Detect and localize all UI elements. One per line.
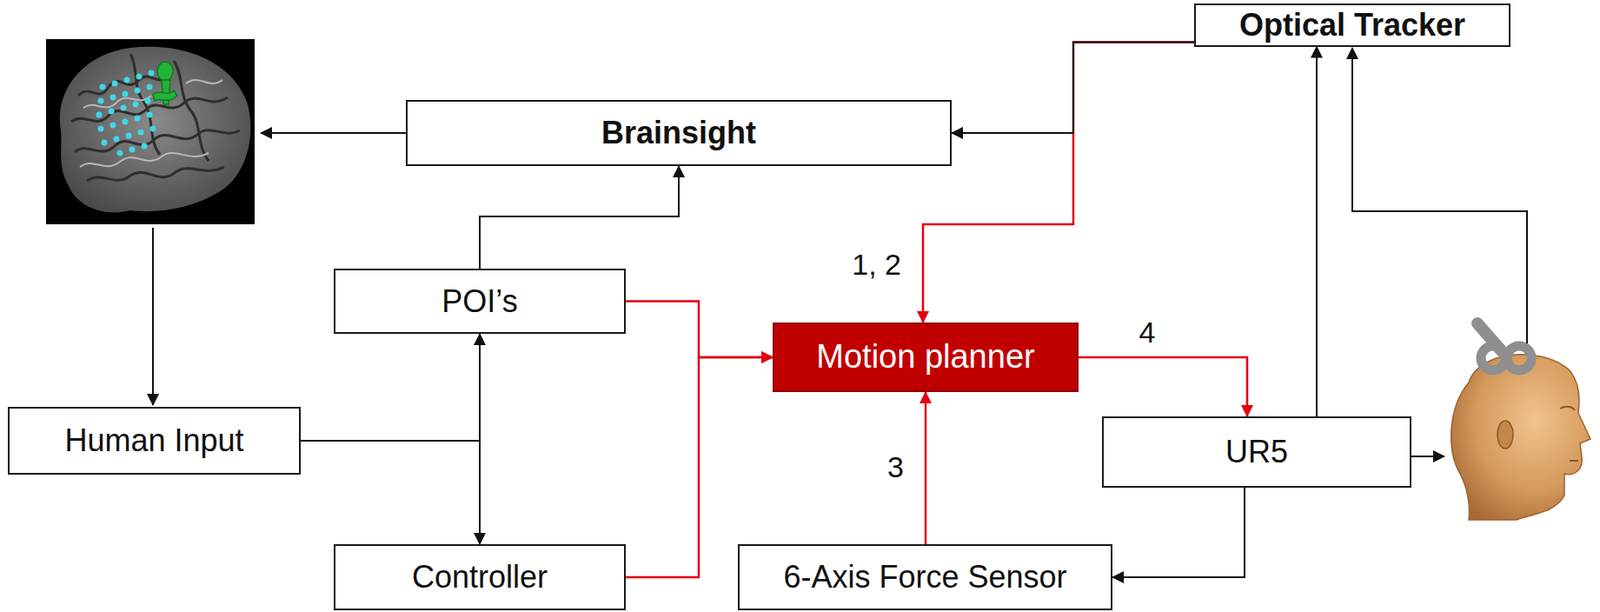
node-label: Optical Tracker xyxy=(1239,7,1466,43)
link-line xyxy=(1411,455,1445,458)
robot-box: UR5 xyxy=(1102,416,1412,488)
process-box: Controller xyxy=(333,544,626,611)
connector-arrow xyxy=(951,42,1195,134)
connector-arrow xyxy=(1315,46,1318,418)
callout-number: 4 xyxy=(1136,316,1159,349)
node-label: POI’s xyxy=(441,284,518,319)
connector-arrow xyxy=(922,42,1195,324)
connector-arrow xyxy=(625,301,773,359)
connector-arrow xyxy=(924,391,928,545)
node-label: Brainsight xyxy=(601,115,757,151)
node-label: Motion planner xyxy=(816,338,1035,376)
planner-box: Motion planner xyxy=(772,322,1079,392)
node-label: UR5 xyxy=(1225,434,1288,470)
callout-number: 1, 2 xyxy=(849,248,904,281)
link-line xyxy=(1352,47,1527,344)
edge-layer xyxy=(300,42,1317,578)
connector-arrow xyxy=(479,165,679,269)
node-label: Human Input xyxy=(64,423,244,459)
illustration-links xyxy=(152,47,1527,457)
sensor-box: 6-Axis Force Sensor xyxy=(737,544,1113,611)
connector-arrow xyxy=(1112,487,1245,578)
brain-illustration xyxy=(46,39,255,225)
connector-arrow xyxy=(300,333,480,441)
connector-arrow xyxy=(1078,357,1248,417)
node-label: 6-Axis Force Sensor xyxy=(783,559,1067,595)
link-line xyxy=(152,227,154,405)
head-illustration xyxy=(1451,323,1591,520)
software-box: Brainsight xyxy=(405,99,952,166)
node-label: Controller xyxy=(411,559,548,595)
callout-number: 3 xyxy=(884,451,907,484)
connector-arrow xyxy=(300,440,480,545)
tracker-box: Optical Tracker xyxy=(1194,3,1511,47)
input-box: Human Input xyxy=(7,406,301,475)
link-line xyxy=(260,132,406,134)
process-box: POI’s xyxy=(333,268,626,334)
